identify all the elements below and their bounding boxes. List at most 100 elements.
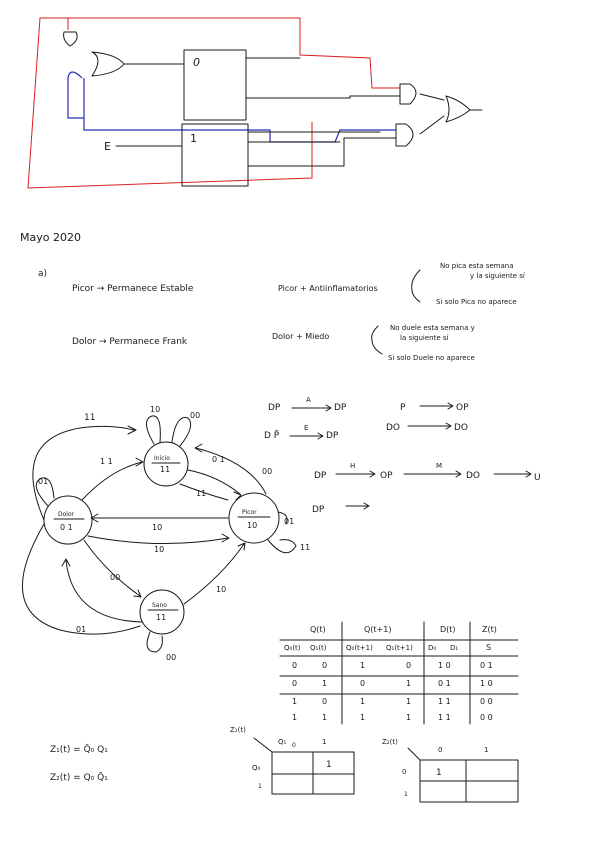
edge-label-10-right: 10 (216, 585, 226, 594)
edge-outer-top (32, 425, 137, 521)
tt-header-q1: Q(t+1) (364, 625, 391, 634)
kmap1-cell: 1 (326, 760, 332, 770)
svg-text:0: 0 (322, 661, 327, 670)
brace-picor (411, 269, 421, 303)
t1-to: DP (334, 403, 347, 413)
state-dolor-code: 0 1 (60, 523, 73, 532)
or-gate-left (91, 51, 185, 77)
tt-row-3: 1 1 1 1 1 1 0 0 (292, 713, 493, 722)
edge-label-self-00: 00 (190, 411, 200, 420)
t5-from: DP (314, 471, 327, 481)
tt-sub-s: S (486, 643, 491, 652)
kmap-z2: Z₂(t) 0 1 0 1 1 (382, 738, 519, 803)
kmap1-label: Z₁(t) (230, 726, 246, 734)
state-diagram: Inicio 11 Dolor 0 1 Picor 10 Sano 11 11 … (22, 405, 310, 662)
tt-row-1: 0 1 0 1 0 1 1 0 (292, 679, 493, 688)
state-picor-code: 10 (247, 521, 257, 530)
t2-to: DP (326, 431, 339, 441)
t3-to: OP (456, 403, 469, 413)
tt-header-d: D(t) (440, 625, 456, 634)
tt-sub-q0: Q₀(t) (284, 644, 301, 652)
note-dolor-2: la siguiente sí (400, 334, 450, 342)
note-picor-2: y la siguiente sí (470, 272, 526, 280)
edge-label-11-left: 11 (84, 413, 95, 423)
tt-grid (279, 621, 519, 725)
line-picor-stable: Picor → Permanece Estable (72, 284, 194, 294)
edge-label-01-bottom: 01 (76, 625, 86, 634)
kmap2-cell: 1 (436, 768, 442, 778)
svg-text:1: 1 (406, 713, 411, 722)
state-dolor (43, 495, 93, 545)
t2-from: D P̄ (264, 429, 280, 441)
and-gate-bottom-right (395, 123, 414, 147)
edge-picor-to-dolor (90, 513, 229, 523)
svg-text:0 1: 0 1 (438, 679, 451, 688)
svg-text:1: 1 (360, 713, 365, 722)
edge-sano-to-picor (183, 542, 246, 605)
edge-label-11-mid: 1 1 (100, 457, 113, 466)
edge-sano-to-dolor (61, 558, 143, 623)
kmap1-row-hdr: Q₀ (252, 764, 261, 772)
transition-notes: DP A DP D P̄ E DP P OP DO DO DP H OP M D… (264, 396, 541, 515)
edge-dolor-to-sano (83, 539, 142, 598)
t5-mid: OP (380, 471, 393, 481)
flip-flop-bottom-label: 1 (190, 132, 197, 145)
tt-sub-q1n: Q₁(t+1) (386, 644, 413, 652)
note-dolor-3: Si solo Duele no aparece (388, 354, 475, 362)
t6-from: DP (312, 505, 325, 515)
equation-z1: Z₁(t) = Q̄₀ Q₁ (50, 743, 108, 755)
t1-label: A (306, 396, 311, 404)
svg-text:1 1: 1 1 (438, 697, 451, 706)
state-inicio (143, 441, 189, 487)
t2-label: E (304, 424, 308, 432)
note-picor-1: No pica esta semana (440, 262, 514, 270)
tt-sub-d0: D₀ (428, 644, 436, 652)
or-gate-right (419, 93, 483, 135)
kmap2-row1: 1 (404, 791, 408, 798)
svg-text:0: 0 (406, 661, 411, 670)
small-and-gate (63, 31, 78, 47)
flip-flop-top (183, 49, 247, 121)
svg-text:1: 1 (406, 679, 411, 688)
equation-z2: Z₂(t) = Q₀ Q̄₁ (50, 771, 108, 783)
edge-label-self-sano: 00 (166, 653, 176, 662)
state-inicio-code: 11 (160, 465, 170, 474)
kmap-z1: Z₁(t) Q₁ 0 1 Q₀ 1 1 (230, 726, 355, 795)
svg-text:1: 1 (360, 661, 365, 670)
state-sano (139, 589, 185, 635)
edge-self-sano (146, 631, 163, 653)
edge-label-10-b: 10 (154, 545, 164, 554)
edge-label-00-left: 00 (110, 573, 120, 582)
input-label-e: E (104, 140, 111, 153)
tt-row-2: 1 0 1 1 1 1 0 0 (292, 697, 493, 706)
svg-text:0: 0 (292, 661, 297, 670)
tt-header-q: Q(t) (310, 625, 326, 634)
output-wires (245, 57, 401, 167)
edge-label-self-picor: 01 (284, 517, 294, 526)
svg-text:1: 1 (406, 697, 411, 706)
t3-from: P (400, 403, 406, 413)
t5-end: U (534, 473, 541, 483)
kmap2-label: Z₂(t) (382, 738, 398, 746)
svg-text:0 1: 0 1 (480, 661, 493, 670)
edge-label-11-low: 11 (300, 543, 310, 552)
tt-sub-q0n: Q₀(t+1) (346, 644, 373, 652)
edge-dolor-to-inicio (81, 457, 144, 501)
state-inicio-name: Inicio (154, 455, 170, 462)
svg-text:1: 1 (322, 713, 327, 722)
kmap1-col0: 0 (292, 742, 296, 749)
edge-label-11-inner: 11 (196, 489, 206, 498)
svg-text:1 0: 1 0 (480, 679, 493, 688)
tt-sub-q1: Q₁(t) (310, 644, 327, 652)
t4-from: DO (386, 423, 400, 433)
edge-self-picor-right (277, 511, 288, 525)
edge-label-01: 0 1 (212, 455, 225, 464)
edge-label-self-10: 10 (150, 405, 160, 414)
svg-text:0 0: 0 0 (480, 697, 493, 706)
state-sano-code: 11 (156, 613, 166, 622)
line-dolor-frank: Dolor → Permanece Frank (72, 337, 188, 347)
t1-from: DP (268, 403, 281, 413)
brace-dolor (371, 325, 383, 355)
svg-text:1: 1 (322, 679, 327, 688)
